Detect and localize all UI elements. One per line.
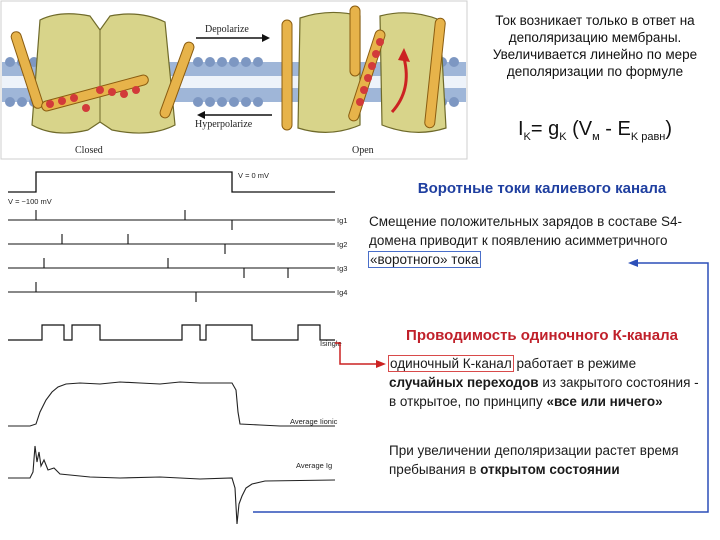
gating-trace-3 [8,258,335,278]
open-state-bold: открытом состоянии [480,462,620,477]
hyperpolarize-label: Hyperpolarize [195,119,253,130]
single-channel-text: одиночный К-канал работает в режиме случ… [389,354,709,411]
formula-g-sub: K [559,131,566,143]
voltage-low-label: V = −100 mV [8,197,52,206]
ig1-label: Ig1 [337,216,347,225]
voltage-step-trace [8,172,335,192]
single-channel-trace [8,325,335,340]
single-channel-boxed: одиночный К-канал [389,356,513,371]
depolarize-label: Depolarize [205,24,249,35]
gating-trace-2 [8,234,335,254]
ig3-label: Ig3 [337,264,347,273]
gating-currents-title: Воротные токи калиевого канала [372,180,712,197]
gating-trace-1 [8,210,335,230]
isingle-label: Isingle [320,339,342,348]
single-text-part1: работает в режиме [513,356,636,371]
formula-e-sub: K равн [631,131,666,143]
random-transitions: случайных переходов [389,375,539,390]
intro-text: Ток возникает только в ответ на деполяри… [472,12,718,80]
gating-text-body: Смещение положительных зарядов в составе… [369,214,682,248]
all-or-none: «все или ничего» [546,394,662,409]
average-gating-trace [8,446,335,524]
membrane-channel-figure: Depolarize Hyperpolarize Closed Open [0,0,468,160]
average-ionic-trace [8,382,335,426]
gating-trace-4 [8,282,335,302]
gating-currents-text: Смещение положительных зарядов в составе… [369,212,699,269]
single-channel-title: Проводимость одиночного К-канала [372,327,712,344]
formula-v-sub: м [592,131,600,143]
average-ionic-label: Average Iionic [290,417,338,426]
current-traces-figure: V = 0 mV V = −100 mV Ig1 Ig2 Ig3 Ig4 Isi… [0,162,368,540]
gating-current-boxed: «воротного» тока [369,252,480,267]
depolarization-text: При увеличении деполяризации растет врем… [389,441,709,479]
ig2-label: Ig2 [337,240,347,249]
formula-eq: = g [531,118,559,140]
closed-label: Closed [75,145,103,156]
voltage-high-label: V = 0 mV [238,171,269,180]
formula-close: ) [665,118,672,140]
average-gating-label: Average Ig [296,461,332,470]
formula-i-sub: K [524,131,531,143]
open-label: Open [352,145,374,156]
formula-open: (V [567,118,593,140]
formula-minus: - E [600,118,631,140]
ig4-label: Ig4 [337,288,347,297]
current-formula: IK= gK (Vм - EK равн) [472,118,718,143]
